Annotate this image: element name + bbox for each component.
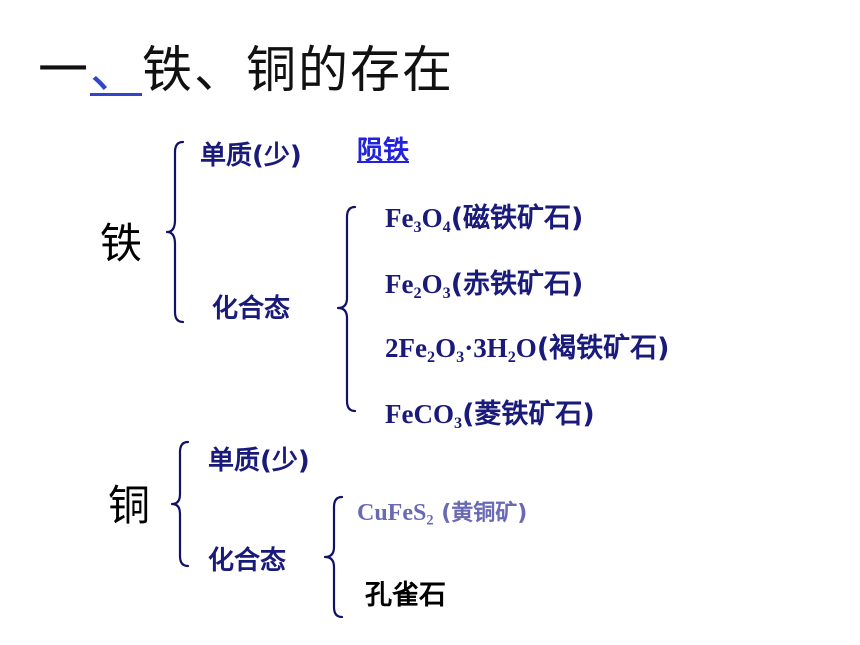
title-text: 铁、铜的存在 (142, 41, 454, 99)
iron-ores-brace-icon (336, 205, 357, 413)
copper-ore-malachite: 孔雀石 (365, 580, 446, 611)
iron-label: 铁 (100, 219, 143, 268)
title-separator-link[interactable]: 、 (90, 41, 142, 99)
copper-label: 铜 (108, 481, 151, 530)
copper-compound: 化合态 (208, 546, 287, 576)
iron-ore-limonite: 2Fe2O3·3H2O(褐铁矿石) (385, 333, 670, 366)
page-title: 一、铁、铜的存在 (38, 30, 454, 102)
iron-elemental: 单质(少) (200, 141, 302, 171)
title-prefix: 一 (38, 41, 90, 99)
iron-ore-magnetite: Fe3O4(磁铁矿石) (385, 203, 584, 236)
iron-ore-hematite: Fe2O3(赤铁矿石) (385, 269, 584, 302)
iron-brace-icon (165, 140, 185, 324)
copper-brace-icon (170, 440, 190, 568)
iron-ore-siderite: FeCO3(菱铁矿石) (385, 399, 595, 432)
copper-ore-chalcopyrite: CuFeS2 (黄铜矿) (357, 500, 528, 529)
iron-compound: 化合态 (212, 294, 291, 324)
iron-elemental-example-link[interactable]: 陨铁 (357, 136, 410, 166)
copper-elemental: 单质(少) (208, 446, 310, 476)
copper-ores-brace-icon (323, 495, 344, 619)
